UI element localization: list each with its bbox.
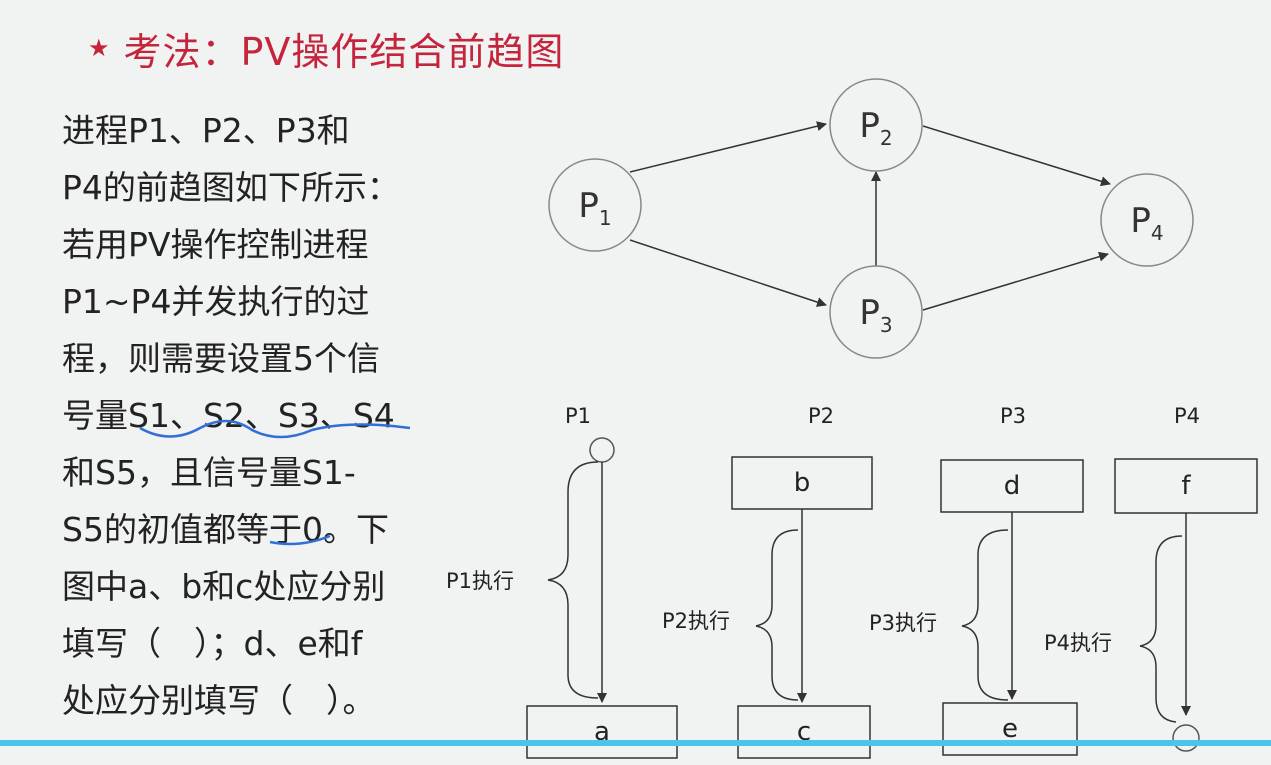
edge-p1-p2 bbox=[629, 121, 827, 173]
node-p3-sub: 3 bbox=[880, 313, 893, 337]
node-p1-sub: 1 bbox=[599, 206, 612, 230]
process-label-p3: P3 bbox=[1000, 404, 1026, 428]
svg-text:P3: P3 bbox=[859, 293, 892, 337]
question-line: 图中a、b和c处应分别 bbox=[62, 567, 386, 606]
exec-label-p2: P2执行 bbox=[662, 609, 730, 633]
execution-diagram: P1 P1执行 a P2 b P2执行 c P3 d P3执行 bbox=[446, 404, 1258, 759]
question-line: P1~P4并发执行的过 bbox=[62, 282, 370, 321]
question-line: 若用PV操作控制进程 bbox=[62, 225, 369, 264]
box-f-label: f bbox=[1181, 471, 1191, 501]
star-icon: ★ bbox=[88, 34, 110, 62]
exec-label-p3: P3执行 bbox=[869, 611, 937, 635]
edge-p1-p3 bbox=[629, 239, 827, 307]
node-p4: P4 bbox=[1100, 173, 1194, 267]
question-line: 处应分别填写（ ）。 bbox=[62, 681, 376, 720]
node-p3-base: P bbox=[859, 293, 880, 333]
edge-p3-p4 bbox=[922, 251, 1109, 311]
start-node-p1 bbox=[589, 437, 615, 463]
slide-header: ★ 考法：PV操作结合前趋图 bbox=[88, 18, 564, 78]
question-line: 号量S1、S2、S3、S4 bbox=[62, 396, 395, 435]
box-a-label: a bbox=[594, 717, 610, 747]
process-label-p4: P4 bbox=[1174, 404, 1200, 428]
process-column-p3: P3 d P3执行 e bbox=[869, 404, 1084, 756]
box-c bbox=[737, 705, 871, 759]
box-b-label: b bbox=[794, 468, 811, 498]
exec-label-p1: P1执行 bbox=[446, 569, 514, 593]
node-p1-base: P bbox=[578, 186, 599, 226]
question-text: 进程P1、P2、P3和 P4的前趋图如下所示： 若用PV操作控制进程 P1~P4… bbox=[62, 102, 422, 729]
process-column-p4: P4 f P4执行 bbox=[1044, 404, 1258, 752]
box-e-label: e bbox=[1002, 714, 1018, 744]
svg-text:P1: P1 bbox=[578, 186, 611, 230]
node-p4-sub: 4 bbox=[1151, 221, 1164, 245]
box-c-label: c bbox=[797, 717, 811, 747]
process-label-p2: P2 bbox=[808, 404, 834, 428]
exec-label-p4: P4执行 bbox=[1044, 631, 1112, 655]
question-line: 填写（ ）；d、e和f bbox=[62, 624, 363, 663]
node-p3: P3 bbox=[829, 265, 923, 359]
node-p4-base: P bbox=[1130, 201, 1151, 241]
question-line: P4的前趋图如下所示： bbox=[62, 168, 400, 207]
box-a bbox=[526, 705, 678, 759]
node-p2: P2 bbox=[829, 78, 923, 172]
edge-p2-p4 bbox=[922, 125, 1111, 187]
box-e bbox=[942, 702, 1078, 756]
question-line: 和S5，且信号量S1- bbox=[62, 453, 356, 492]
node-p1: P1 bbox=[548, 158, 642, 252]
brace-p4 bbox=[1139, 535, 1183, 723]
slide-title: 考法：PV操作结合前趋图 bbox=[123, 29, 565, 74]
process-column-p1: P1 P1执行 a bbox=[446, 404, 678, 759]
node-p2-sub: 2 bbox=[880, 126, 893, 150]
brace-p2 bbox=[755, 529, 799, 701]
end-node-p4 bbox=[1172, 724, 1200, 752]
brace-p3 bbox=[961, 529, 1009, 701]
brace-p1 bbox=[547, 461, 599, 699]
question-line: 进程P1、P2、P3和 bbox=[62, 111, 350, 150]
question-line: S5的初值都等于0。下 bbox=[62, 510, 389, 549]
process-column-p2: P2 b P2执行 c bbox=[662, 404, 873, 759]
question-line: 程，则需要设置5个信 bbox=[62, 339, 380, 378]
process-label-p1: P1 bbox=[565, 404, 591, 428]
precedence-graph: P1 P2 P3 P4 bbox=[548, 78, 1194, 359]
svg-text:P2: P2 bbox=[859, 106, 892, 150]
box-d-label: d bbox=[1004, 471, 1021, 501]
bottom-accent-bar bbox=[0, 740, 1271, 746]
handwritten-underline bbox=[139, 419, 411, 546]
svg-text:P4: P4 bbox=[1130, 201, 1163, 245]
node-p2-base: P bbox=[859, 106, 880, 146]
